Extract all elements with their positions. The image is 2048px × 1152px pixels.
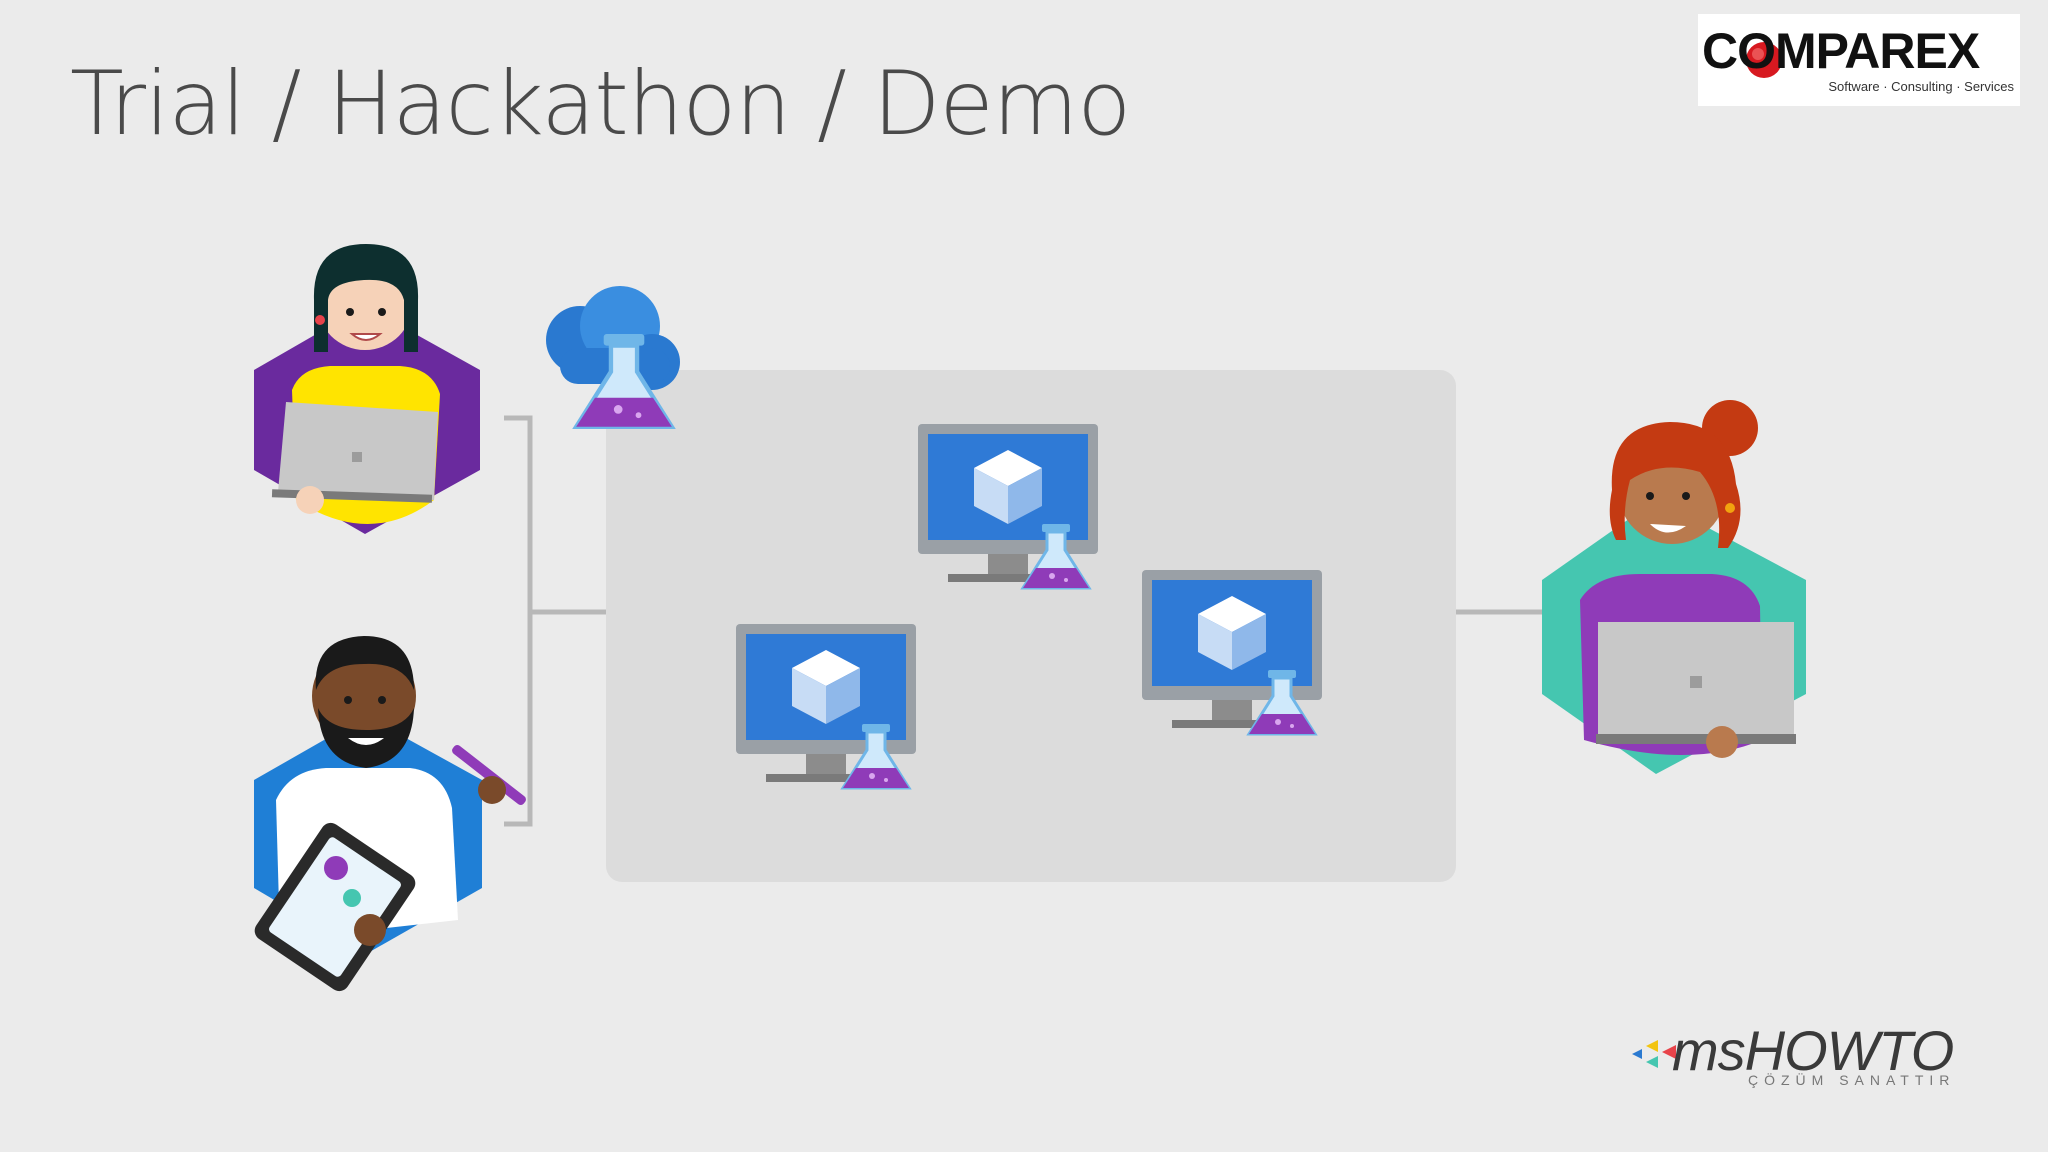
user-woman-laptop-icon xyxy=(254,244,480,534)
comparex-logo-word: COMPAREX xyxy=(1702,23,1980,79)
mshowto-logo-word: msHOWTO xyxy=(1672,1019,1954,1082)
mshowto-logo-subtitle: ÇÖZÜM SANATTIR xyxy=(1748,1072,1956,1088)
mshowto-logo-arrows-icon xyxy=(1632,1040,1676,1068)
mshowto-logo: msHOWTO ÇÖZÜM SANATTIR xyxy=(1628,1018,1968,1088)
azure-devtest-labs-icon xyxy=(546,286,680,427)
page-title: Trial / Hackathon / Demo xyxy=(70,52,1131,155)
comparex-logo: COMPAREX Software · Consulting · Service… xyxy=(1698,14,2020,106)
user-woman-right-laptop-icon xyxy=(1542,400,1806,774)
user-man-tablet-icon xyxy=(254,636,526,992)
comparex-logo-sphere-icon xyxy=(1746,42,1782,78)
comparex-logo-tagline: Software · Consulting · Services xyxy=(1828,79,2014,94)
connector-lines xyxy=(504,415,1542,827)
